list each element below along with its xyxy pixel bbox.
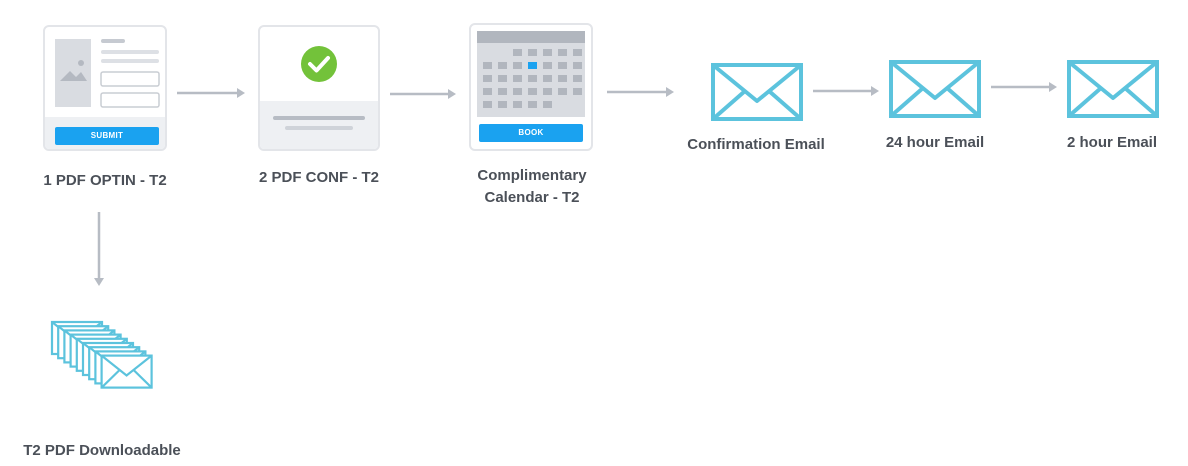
- confirmation-email-label: Confirmation Email: [687, 136, 825, 153]
- flow-arrow: [177, 88, 245, 98]
- confirmation-page-card: [258, 25, 380, 151]
- 24-hour-email-label: 24 hour Email: [885, 134, 985, 151]
- flow-arrow-down: [94, 212, 104, 286]
- calendar-label-line1: Complimentary: [477, 167, 587, 184]
- envelope-icon: [711, 63, 803, 121]
- calendar-day: [573, 49, 582, 56]
- flow-arrow: [390, 89, 456, 99]
- email-sequence-stack-icon: [50, 320, 153, 389]
- confirmation-step-label: 2 PDF CONF - T2: [258, 169, 379, 186]
- calendar-day: [528, 88, 537, 95]
- calendar-day: [498, 101, 507, 108]
- image-placeholder-icon: [60, 71, 87, 81]
- calendar-day: [543, 49, 552, 56]
- 2-hour-email-label: 2 hour Email: [1066, 134, 1158, 151]
- calendar-icon: [477, 31, 585, 117]
- calendar-day: [513, 88, 522, 95]
- calendar-day: [573, 62, 582, 69]
- calendar-label-line2: Calendar - T2: [484, 189, 580, 206]
- calendar-day: [573, 88, 582, 95]
- calendar-day: [528, 101, 537, 108]
- flow-arrow: [991, 82, 1057, 92]
- optin-page-card: SUBMIT: [43, 25, 167, 151]
- calendar-day: [513, 75, 522, 82]
- calendar-day: [483, 88, 492, 95]
- check-circle-icon: [301, 46, 337, 82]
- calendar-day: [513, 62, 522, 69]
- calendar-day: [498, 62, 507, 69]
- calendar-day: [513, 49, 522, 56]
- calendar-day: [558, 49, 567, 56]
- submit-button[interactable]: SUBMIT: [55, 127, 159, 145]
- calendar-day: [498, 75, 507, 82]
- stacked-envelope-icon: [100, 354, 153, 389]
- book-button[interactable]: BOOK: [479, 124, 583, 142]
- calendar-day: [543, 101, 552, 108]
- calendar-day: [528, 75, 537, 82]
- calendar-day: [558, 62, 567, 69]
- calendar-day: [558, 75, 567, 82]
- calendar-day: [528, 49, 537, 56]
- optin-step-label: 1 PDF OPTIN - T2: [43, 172, 167, 189]
- calendar-day: [543, 62, 552, 69]
- calendar-day: [498, 88, 507, 95]
- calendar-day: [573, 75, 582, 82]
- calendar-day: [483, 75, 492, 82]
- downloadable-label: T2 PDF Downloadable: [23, 442, 181, 459]
- calendar-day: [558, 88, 567, 95]
- confirmation-illustration: [260, 46, 378, 149]
- envelope-icon: [889, 60, 981, 118]
- calendar-day: [543, 88, 552, 95]
- calendar-day: [483, 101, 492, 108]
- calendar-day: [543, 75, 552, 82]
- calendar-day: [483, 62, 492, 69]
- flow-arrow: [813, 86, 879, 96]
- calendar-selected-day: [528, 62, 537, 69]
- flow-arrow: [607, 87, 674, 97]
- calendar-step-label: Complimentary Calendar - T2: [442, 165, 622, 209]
- envelope-icon: [1067, 60, 1159, 118]
- calendar-day: [513, 101, 522, 108]
- calendar-page-card: BOOK: [469, 23, 593, 151]
